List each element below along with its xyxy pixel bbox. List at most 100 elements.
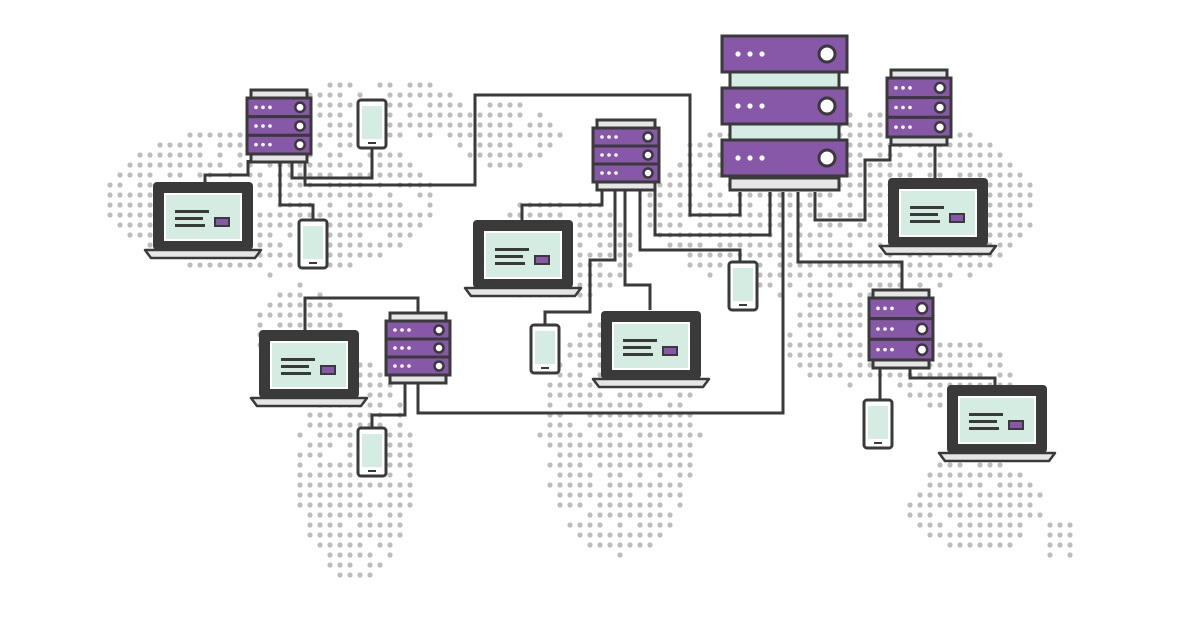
map-dot [817,282,823,288]
map-dot [537,152,543,158]
map-dot [567,482,573,488]
map-dot [267,232,273,238]
map-dot [857,232,863,238]
map-dot [1027,202,1033,208]
map-dot [667,442,673,448]
map-dot [807,232,813,238]
map-dot [367,372,373,378]
map-dot [1027,502,1033,508]
network-link [370,383,407,428]
map-dot [227,142,233,148]
map-dot [927,512,933,518]
map-dot [847,272,853,278]
laptop-icon [143,182,263,260]
map-dot [297,482,303,488]
map-dot [1007,192,1013,198]
map-dot [337,162,343,168]
map-dot [817,202,823,208]
map-dot [1057,532,1063,538]
map-dot [887,372,893,378]
map-dot [697,432,703,438]
map-dot [707,192,713,198]
map-dot [967,162,973,168]
map-dot [707,252,713,258]
map-dot [317,322,323,328]
map-dot [887,272,893,278]
map-dot [987,532,993,538]
map-dot [327,172,333,178]
map-dot [327,482,333,488]
map-dot [827,312,833,318]
map-dot [347,192,353,198]
map-dot [887,282,893,288]
map-dot [387,112,393,118]
map-dot [1057,542,1063,548]
map-dot [417,132,423,138]
map-dot [987,162,993,168]
map-dot [987,182,993,188]
map-dot [347,572,353,578]
map-dot [887,162,893,168]
map-dot [757,282,763,288]
map-dot [837,312,843,318]
map-dot [627,442,633,448]
map-dot [547,432,553,438]
map-dot [957,172,963,178]
map-dot [817,262,823,268]
map-dot [377,82,383,88]
map-dot [847,322,853,328]
map-dot [987,152,993,158]
map-dot [517,102,523,108]
map-dot [547,212,553,218]
map-dot [497,152,503,158]
map-dot [857,222,863,228]
map-dot [677,242,683,248]
map-dot [307,162,313,168]
map-dot [297,172,303,178]
map-dot [367,572,373,578]
map-dot [867,282,873,288]
map-dot [187,132,193,138]
map-dot [1007,482,1013,488]
map-dot [407,82,413,88]
map-dot [577,232,583,238]
map-dot [627,242,633,248]
map-dot [557,212,563,218]
map-dot [917,162,923,168]
map-dot [387,132,393,138]
map-dot [817,222,823,228]
map-dot [517,152,523,158]
map-dot [287,212,293,218]
network-link [638,190,742,262]
map-dot [1007,232,1013,238]
map-dot [277,222,283,228]
map-dot [957,462,963,468]
map-dot [847,342,853,348]
map-dot [597,402,603,408]
map-dot [307,442,313,448]
map-dot [297,312,303,318]
map-dot [697,172,703,178]
map-dot [357,162,363,168]
map-dot [327,312,333,318]
map-dot [607,272,613,278]
map-dot [617,222,623,228]
map-dot [327,202,333,208]
map-dot [597,392,603,398]
map-dot [647,462,653,468]
map-dot [867,162,873,168]
map-dot [817,342,823,348]
map-dot [497,132,503,138]
map-dot [637,512,643,518]
map-dot [927,262,933,268]
map-dot [787,272,793,278]
map-dot [307,172,313,178]
map-dot [357,422,363,428]
map-dot [287,182,293,188]
map-dot [1007,172,1013,178]
map-dot [617,502,623,508]
map-dot [327,532,333,538]
map-dot [857,152,863,158]
map-dot [397,512,403,518]
map-dot [1017,182,1023,188]
